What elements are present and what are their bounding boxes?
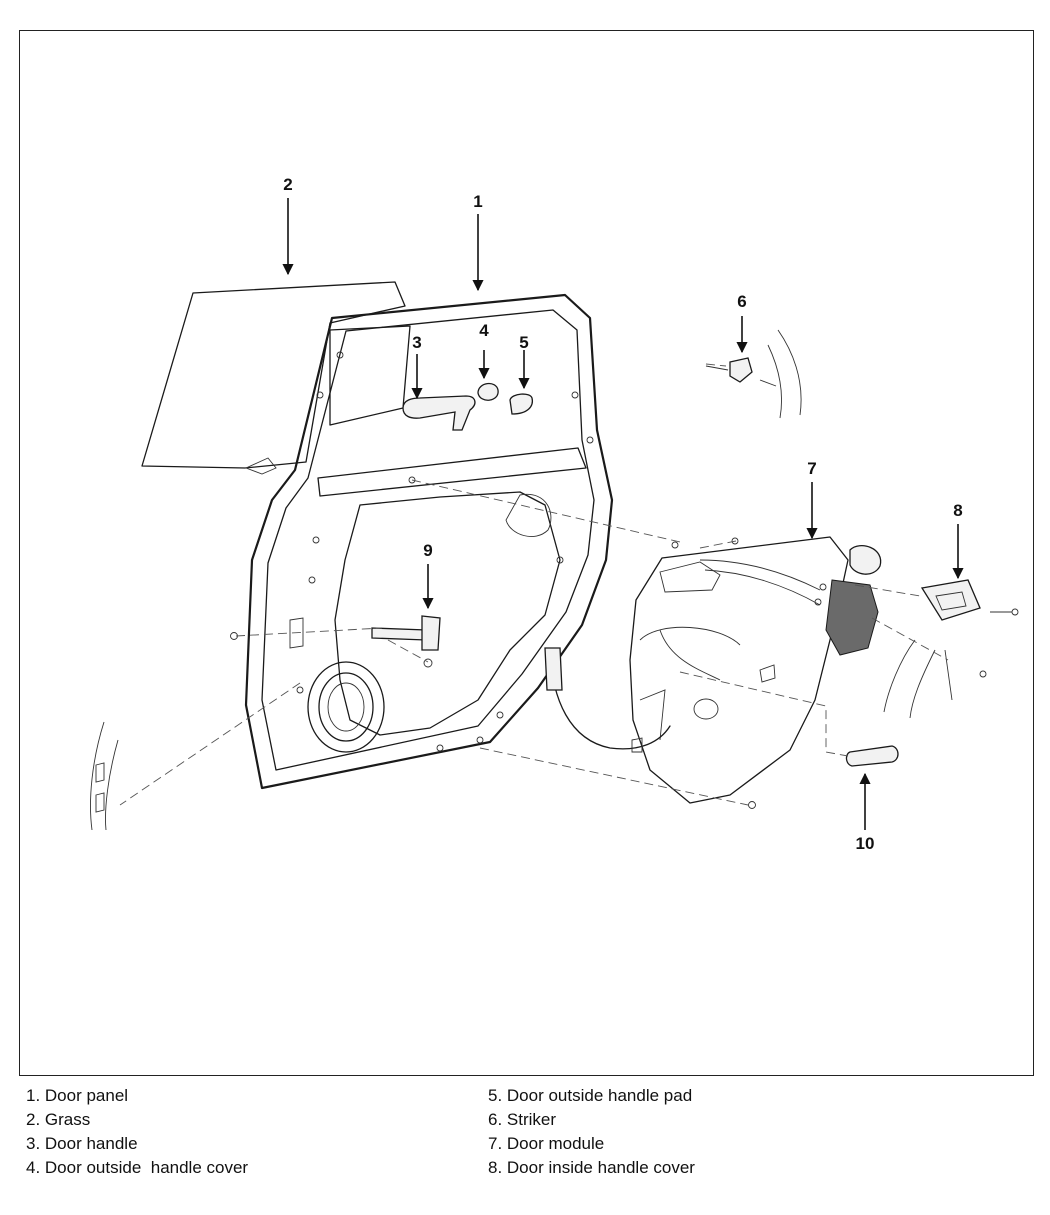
glass-part (141, 281, 406, 475)
part-10 (845, 745, 899, 767)
legend-item-8: 8. Door inside handle cover (488, 1158, 695, 1177)
callout-arrows (282, 198, 964, 830)
inside-handle-cover-part (883, 579, 1012, 719)
door-exploded-view: 1 2 3 4 5 6 7 8 9 10 (90, 175, 1019, 853)
outside-handle-pad-part (509, 393, 534, 415)
callout-6: 6 (737, 292, 746, 311)
door-panel-part (244, 293, 614, 790)
legend-item-4: 4. Door outside handle cover (26, 1158, 249, 1177)
body-pillar-fragment (90, 721, 119, 831)
callout-3: 3 (412, 333, 421, 352)
legend-item-6: 6. Striker (488, 1110, 557, 1129)
callout-8: 8 (953, 501, 962, 520)
callout-5: 5 (519, 333, 528, 352)
door-module-part (544, 536, 882, 804)
legend-item-1: 1. Door panel (26, 1086, 129, 1105)
callout-9: 9 (423, 541, 432, 560)
legend-item-3: 3. Door handle (26, 1134, 138, 1153)
striker-part (705, 329, 802, 419)
assembly-lines (119, 363, 949, 806)
door-handle-part (402, 395, 476, 431)
legend-item-2: 2. Grass (26, 1110, 91, 1129)
legend-right-column: 5. Door outside handle pad 6. Striker 7.… (488, 1084, 695, 1180)
callout-2: 2 (283, 175, 292, 194)
outside-handle-cover-part (477, 382, 499, 401)
callout-4: 4 (479, 321, 489, 340)
callout-10: 10 (856, 834, 875, 853)
checker-part (371, 615, 441, 668)
legend-item-5: 5. Door outside handle pad (488, 1086, 693, 1105)
fasteners (230, 537, 1019, 809)
legend-left-column: 1. Door panel 2. Grass 3. Door handle 4.… (26, 1084, 248, 1180)
callout-1: 1 (473, 192, 482, 211)
callout-7: 7 (807, 459, 816, 478)
legend-item-7: 7. Door module (488, 1134, 605, 1153)
